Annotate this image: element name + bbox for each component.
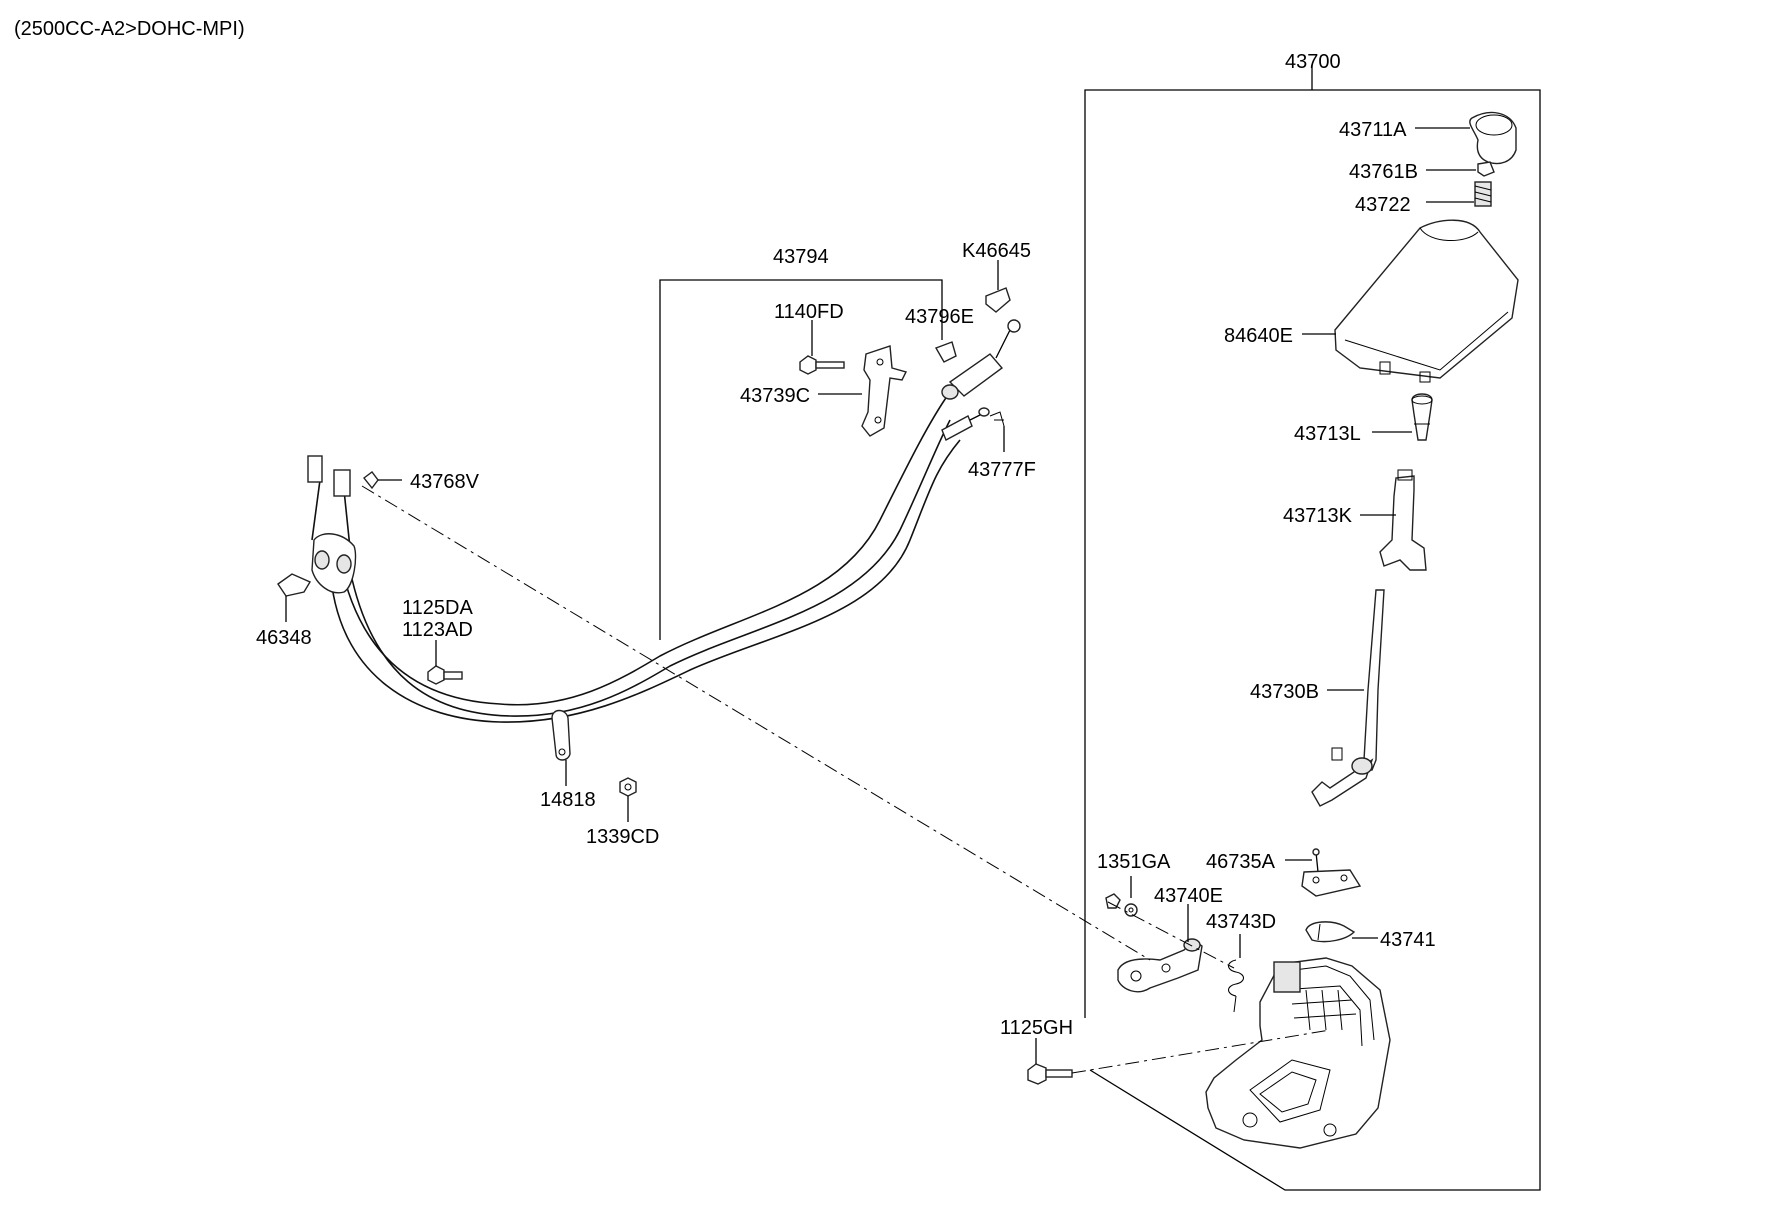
alignment-line-cable (361, 485, 1151, 961)
callout-43743D: 43743D (1206, 911, 1276, 933)
callout-43741: 43741 (1380, 929, 1436, 951)
strap-nut-part (619, 777, 637, 797)
plate-screw-part (1312, 848, 1320, 873)
cable-retainer-clip-part (277, 573, 312, 597)
callout-43796E: 43796E (905, 306, 974, 328)
cable-end-fittings-part (307, 455, 357, 594)
alignment-line-bolt (1071, 1029, 1331, 1074)
callout-43722: 43722 (1355, 194, 1411, 216)
variant-header: (2500CC-A2>DOHC-MPI) (14, 18, 245, 40)
callout-43768V: 43768V (410, 471, 480, 493)
shifter-base-housing-part (1205, 957, 1391, 1149)
cable-clip-left-part (363, 471, 379, 490)
callout-43794: 43794 (773, 246, 829, 268)
callout-43700: 43700 (1285, 51, 1341, 73)
callout-43713K: 43713K (1283, 505, 1353, 527)
callout-43711A: 43711A (1339, 119, 1407, 141)
cable-strap-part (551, 709, 571, 761)
knob-spring-part (1474, 181, 1492, 207)
shift-cables-part (311, 391, 961, 723)
callout-1140FD: 1140FD (774, 301, 844, 323)
cover-plate-part (1301, 869, 1362, 897)
callout-1339CD: 1339CD (586, 826, 659, 848)
lever-housing-part (1379, 469, 1427, 571)
callout-43730B: 43730B (1250, 681, 1319, 703)
callout-1125DA: 1125DA (402, 597, 473, 619)
callout-1351GA: 1351GA (1097, 851, 1171, 873)
cable-clip-part (985, 287, 1011, 313)
shift-lever-rod-part (1311, 589, 1385, 807)
alignment-line-washer (1107, 901, 1235, 969)
callout-K46645: K46645 (962, 240, 1031, 262)
callout-43740E: 43740E (1154, 885, 1223, 907)
callout-43777F: 43777F (968, 459, 1036, 481)
bracket-bolt-part (799, 355, 845, 375)
cable-bracket-part (861, 345, 908, 437)
retaining-clip-part (989, 411, 1005, 427)
guide-block-part (1305, 921, 1356, 943)
knob-nut-part (1477, 161, 1495, 177)
lever-bushing-part (1411, 393, 1433, 441)
callout-43713L: 43713L (1294, 423, 1361, 445)
callout-14818: 14818 (540, 789, 596, 811)
select-lever-part (1117, 938, 1203, 993)
cable-assembly-bracket (659, 279, 943, 640)
return-spring-part (1228, 959, 1244, 1013)
shift-lever-assembly-bracket (1084, 68, 1541, 1191)
cable-end-right-part (941, 319, 1021, 441)
callout-43761B: 43761B (1349, 161, 1418, 183)
callout-1125GH: 1125GH (1000, 1017, 1073, 1039)
callout-43739C: 43739C (740, 385, 810, 407)
callout-1123AD: 1123AD (402, 619, 473, 641)
callout-46735A: 46735A (1206, 851, 1276, 873)
callout-46348: 46348 (256, 627, 312, 649)
callout-84640E: 84640E (1224, 325, 1293, 347)
shift-knob-part (1469, 111, 1517, 165)
cable-clip-upper-part (934, 341, 957, 363)
nut-washer-part (1105, 893, 1138, 917)
shift-boot-cover-part (1334, 219, 1519, 383)
base-bolt-part (1027, 1063, 1073, 1085)
cable-bolt-part (427, 665, 463, 685)
